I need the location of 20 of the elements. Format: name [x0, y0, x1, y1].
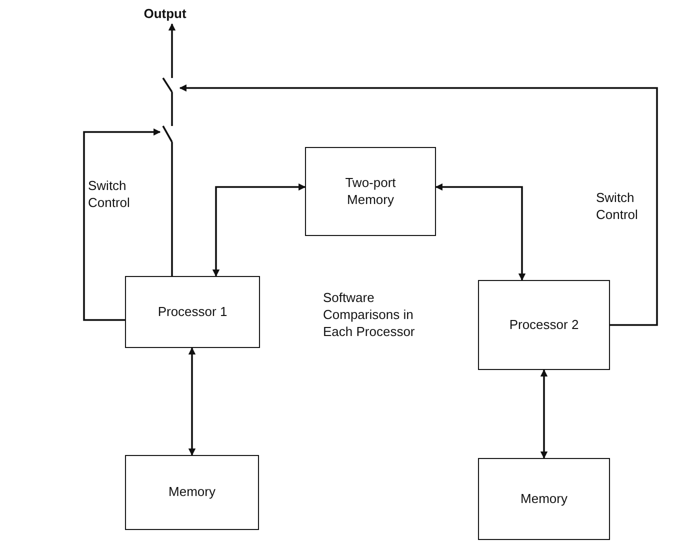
- connector: [435, 183, 526, 281]
- process-box: [478, 280, 610, 370]
- connector: [171, 98, 173, 122]
- process-box: [125, 276, 260, 348]
- process-box: [305, 147, 436, 236]
- connector: [171, 148, 173, 276]
- box-label: Memory: [168, 484, 216, 501]
- connector: [188, 347, 196, 456]
- connector: [168, 23, 176, 74]
- box-label: Memory: [520, 490, 568, 508]
- box-label: Two-port Memory: [344, 174, 397, 208]
- process-box: [125, 455, 259, 530]
- connector: [212, 183, 306, 277]
- process-box: [478, 458, 610, 540]
- connector: [540, 369, 548, 459]
- connector: [179, 84, 658, 326]
- connector: [83, 128, 161, 321]
- box-label: Processor 1: [158, 304, 228, 320]
- box-label: Processor 2: [509, 316, 579, 334]
- output-label: Output: [144, 6, 186, 22]
